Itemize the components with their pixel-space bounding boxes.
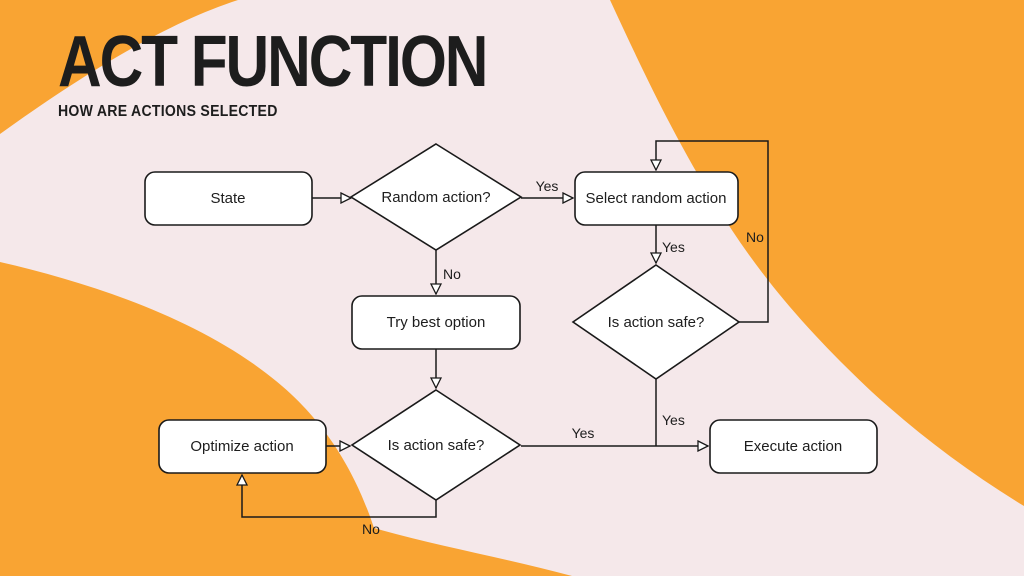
node-is-action-safe-right: Is action safe?: [571, 264, 741, 380]
node-select-random-action: Select random action: [574, 171, 739, 226]
node-try-best-option-shape: [351, 295, 521, 350]
node-optimize-action-label: Optimize action: [190, 438, 293, 455]
flow-edges: [242, 140, 769, 518]
edge-label-select-yes: Yes: [662, 239, 685, 255]
node-optimize-action: Optimize action: [158, 419, 327, 474]
edge-label-safebottom-yes: Yes: [572, 425, 595, 441]
node-state-label: State: [210, 190, 245, 207]
node-is-action-safe-bottom-shape: [350, 389, 522, 501]
blob-right: [610, 0, 1024, 506]
node-is-action-safe-bottom: Is action safe?: [350, 389, 522, 501]
edge-label-random-no: No: [443, 266, 461, 282]
node-random-action-label: Random action?: [381, 189, 490, 206]
node-is-action-safe-bottom-label: Is action safe?: [388, 437, 485, 454]
edge-label-safebottom-no: No: [362, 521, 380, 537]
edge-safebottom-optimize-no-loop: [242, 475, 437, 518]
edge-label-saferight-yes: Yes: [662, 412, 685, 428]
node-select-random-action-label: Select random action: [586, 190, 727, 207]
node-is-action-safe-right-label: Is action safe?: [608, 314, 705, 331]
page-title: ACT FUNCTION: [58, 22, 488, 102]
node-state: State: [144, 171, 313, 226]
edge-saferight-select-no-loop: [656, 140, 769, 323]
node-execute-action-label: Execute action: [744, 438, 842, 455]
node-select-random-action-shape: [574, 171, 739, 226]
node-random-action: Random action?: [349, 143, 523, 251]
blob-top-left: [0, 0, 238, 134]
edge-label-random-yes: Yes: [536, 178, 559, 194]
node-try-best-option: Try best option: [351, 295, 521, 350]
header: ACT FUNCTION HOW ARE ACTIONS SELECTED: [58, 22, 568, 121]
node-state-shape: [144, 171, 313, 226]
node-execute-action: Execute action: [709, 419, 878, 474]
edge-label-saferight-no: No: [746, 229, 764, 245]
node-random-action-shape: [349, 143, 523, 251]
blob-bottom-left: [0, 262, 572, 576]
node-optimize-action-shape: [158, 419, 327, 474]
node-is-action-safe-right-shape: [571, 264, 741, 380]
page-subtitle: HOW ARE ACTIONS SELECTED: [58, 103, 278, 121]
node-execute-action-shape: [709, 419, 878, 474]
node-try-best-option-label: Try best option: [387, 314, 486, 331]
